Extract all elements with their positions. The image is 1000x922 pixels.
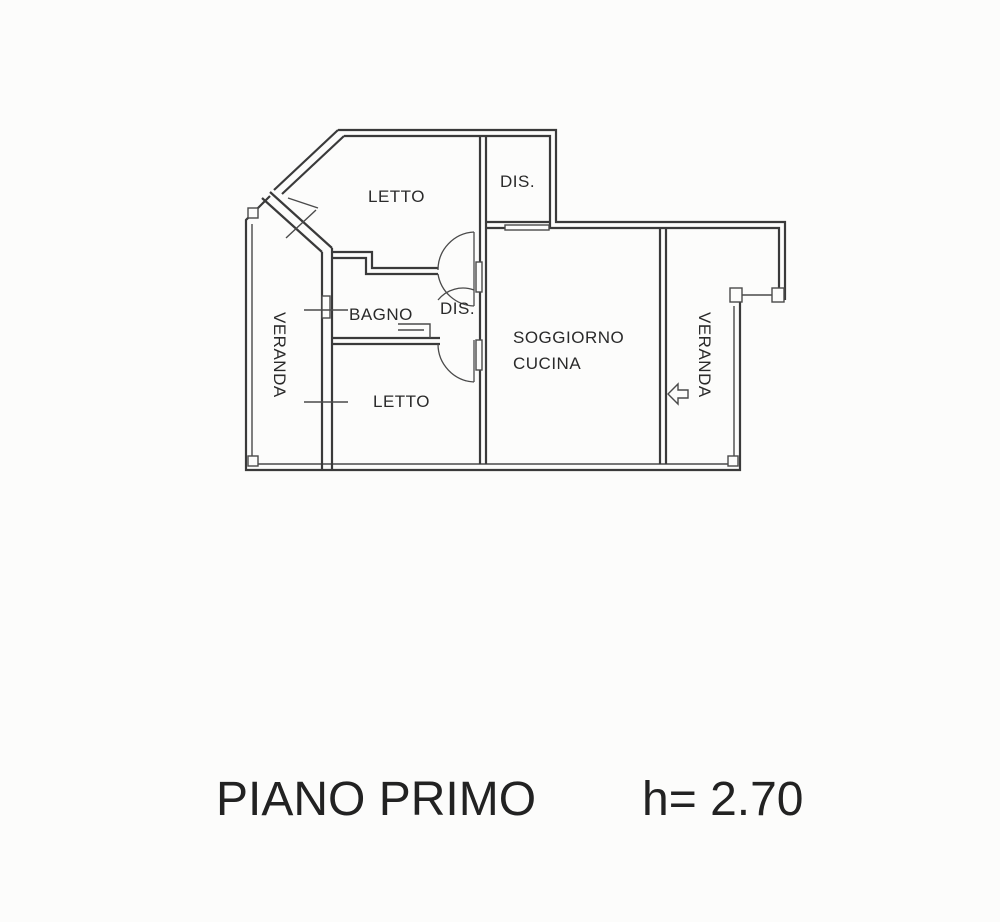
label-veranda-left: VERANDA xyxy=(270,312,289,398)
label-letto-bottom: LETTO xyxy=(373,392,430,411)
ceiling-height: h= 2.70 xyxy=(642,773,803,826)
room-labels: LETTO DIS. BAGNO DIS. SOGGIORNO CUCINA L… xyxy=(270,172,714,411)
label-dis-top: DIS. xyxy=(500,172,535,191)
fixtures xyxy=(247,207,785,467)
diagonal-walls xyxy=(261,191,334,470)
label-cucina: CUCINA xyxy=(513,354,581,373)
label-soggiorno: SOGGIORNO xyxy=(513,328,624,347)
label-bagno: BAGNO xyxy=(349,305,413,324)
floor-name: PIANO PRIMO xyxy=(216,773,536,826)
label-dis-mid: DIS. xyxy=(440,299,475,318)
floor-caption: PIANO PRIMO h= 2.70 xyxy=(216,773,803,826)
label-veranda-right: VERANDA xyxy=(695,312,714,398)
label-letto-top: LETTO xyxy=(368,187,425,206)
interior-walls xyxy=(332,136,668,464)
doors xyxy=(321,224,550,383)
